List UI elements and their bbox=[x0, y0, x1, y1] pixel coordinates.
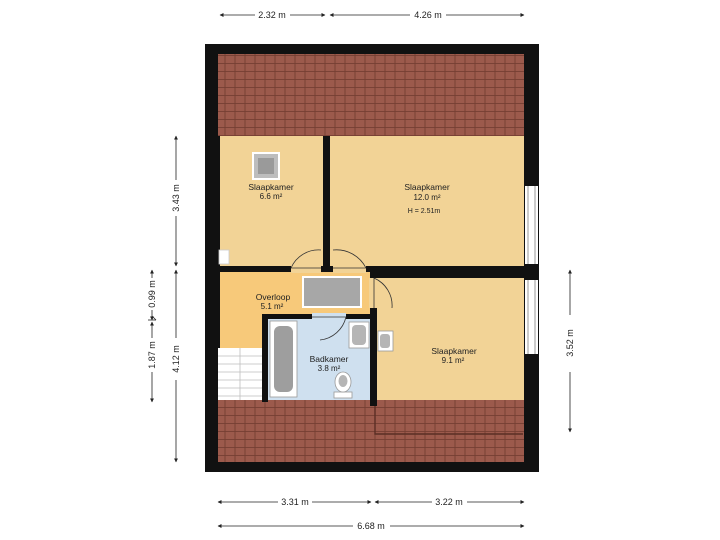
toilet bbox=[333, 371, 353, 399]
room-area-bedroom-large: 12.0 m² bbox=[413, 193, 440, 202]
dim-left-low: 1.87 m bbox=[147, 341, 157, 369]
dim-top-right: 4.26 m bbox=[414, 10, 442, 20]
roof-step bbox=[375, 400, 523, 434]
wall-right-section bbox=[370, 266, 377, 406]
room-name-bedroom-large: Slaapkamer bbox=[404, 182, 450, 192]
door-bedroom-right bbox=[373, 277, 393, 309]
cupboard bbox=[218, 249, 230, 265]
room-area-bathroom: 3.8 m² bbox=[318, 364, 341, 373]
wall-vertical-top bbox=[323, 136, 330, 268]
bathtub bbox=[269, 320, 298, 398]
room-bedroom-right bbox=[377, 278, 524, 400]
dim-left-mid: 0.99 m bbox=[147, 280, 157, 308]
dim-left-upper: 3.43 m bbox=[171, 184, 181, 212]
door-bathroom bbox=[312, 316, 347, 341]
dim-bottom-total: 6.68 m bbox=[357, 521, 385, 531]
room-name-bedroom-small: Slaapkamer bbox=[248, 182, 294, 192]
dim-left-total: 4.12 m bbox=[171, 345, 181, 373]
room-name-bathroom: Badkamer bbox=[310, 354, 349, 364]
wall-bathroom-left bbox=[262, 314, 268, 402]
dim-bottom-left: 3.31 m bbox=[281, 497, 309, 507]
dim-top-left: 2.32 m bbox=[258, 10, 286, 20]
roof-top bbox=[218, 54, 524, 136]
landing-skylight bbox=[302, 276, 362, 308]
washbasin bbox=[377, 330, 394, 352]
room-name-bedroom-right: Slaapkamer bbox=[431, 346, 477, 356]
dim-bottom-right: 3.22 m bbox=[435, 497, 463, 507]
room-height-bedroom-large: H = 2.51m bbox=[408, 208, 441, 215]
door-bedroom-small bbox=[290, 249, 322, 269]
window-right-upper bbox=[525, 186, 538, 264]
window-right-lower bbox=[525, 280, 538, 354]
room-area-bedroom-small: 6.6 m² bbox=[260, 192, 283, 201]
room-bedroom-large bbox=[330, 136, 524, 266]
room-name-landing: Overloop bbox=[256, 292, 291, 302]
room-area-landing: 5.1 m² bbox=[261, 302, 284, 311]
stairs bbox=[218, 348, 262, 400]
sink bbox=[348, 321, 370, 349]
room-area-bedroom-right: 9.1 m² bbox=[442, 356, 465, 365]
wall-right-mid bbox=[524, 266, 538, 278]
door-bedroom-large bbox=[332, 249, 367, 269]
dim-right: 3.52 m bbox=[565, 329, 575, 357]
